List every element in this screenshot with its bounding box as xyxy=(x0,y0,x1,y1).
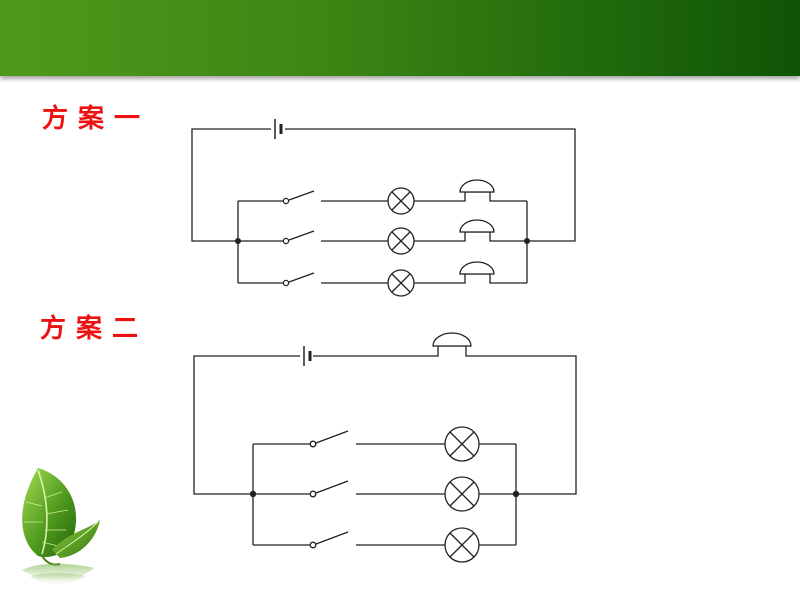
plan-1-circuit xyxy=(191,119,576,297)
leaf-decoration-icon xyxy=(22,468,100,585)
plan-1-title: 方案一 xyxy=(42,104,151,134)
plan-1-switch-3-icon xyxy=(288,272,315,283)
plan-2-lamp-2-icon xyxy=(444,476,480,512)
plan-1-battery-icon xyxy=(274,119,283,139)
plan-1-outer-wire xyxy=(191,128,576,242)
plan-2-switch-2-icon xyxy=(315,480,349,494)
plan-2-branch-1 xyxy=(253,426,516,462)
plan-2-battery-icon xyxy=(303,346,312,366)
plan-2-circuit xyxy=(193,332,577,563)
plan-2-title: 方案二 xyxy=(40,314,149,344)
plan-1-lamp-3-icon xyxy=(387,269,415,297)
plan-1-switch-1-icon xyxy=(288,190,315,201)
plan-2-branch-2 xyxy=(253,476,516,512)
plan-2-lamp-3-icon xyxy=(444,527,480,563)
plan-2-lamp-1-icon xyxy=(444,426,480,462)
plan-1-lamp-1-icon xyxy=(387,187,415,215)
plan-1-junction-left xyxy=(235,238,241,244)
plan-2-junction-left xyxy=(249,490,257,498)
plan-1-bell-3-icon xyxy=(459,261,495,275)
plan-1-branch-2 xyxy=(238,219,527,255)
plan-1-bell-1-icon xyxy=(459,179,495,193)
plan-1-bell-2-icon xyxy=(459,219,495,233)
plan-2-switch-3-icon xyxy=(315,531,349,545)
top-banner xyxy=(0,0,800,76)
plan-2-junction-right xyxy=(512,490,520,498)
plan-1-lamp-2-icon xyxy=(387,227,415,255)
plan-1-switch-2-icon xyxy=(288,230,315,241)
plan-2-outer-wire xyxy=(193,345,577,495)
plan-2-switch-1-icon xyxy=(315,430,349,444)
plan-1-branch-1 xyxy=(238,179,527,215)
plan-1-junction-right xyxy=(524,238,530,244)
plan-1-branch-3 xyxy=(238,261,527,297)
plan-2-branch-3 xyxy=(253,527,516,563)
plan-2-bell-icon xyxy=(432,332,472,347)
